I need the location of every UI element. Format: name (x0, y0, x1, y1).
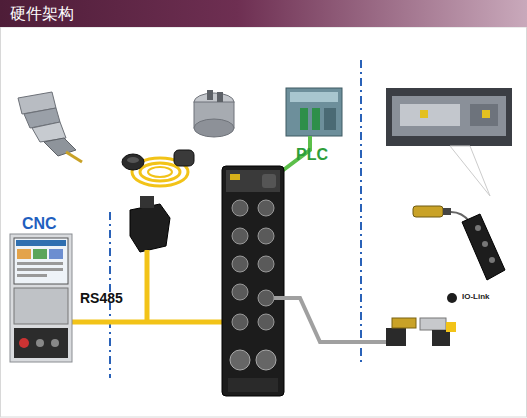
io-link-cable (274, 298, 388, 342)
rs485-wire (72, 250, 232, 322)
plc-node: PLC (286, 88, 342, 136)
proximity-sensors (386, 318, 456, 346)
io-link-hub (413, 206, 505, 303)
tool-sensor (122, 150, 194, 252)
cnc-node: CNC (10, 234, 72, 362)
protocol-logo-text: IO-Link (462, 292, 490, 301)
tool-holder (18, 92, 82, 162)
chuck (194, 90, 234, 137)
machine-photo (386, 88, 512, 196)
title-text: 硬件架构 (0, 0, 527, 27)
bus-label: RS485 (80, 290, 123, 306)
cnc-controller (10, 234, 72, 362)
frame (1, 27, 527, 417)
plc-heading: PLC (296, 146, 328, 164)
separator-line (360, 60, 362, 365)
cnc-heading: CNC (22, 215, 57, 233)
plc-unit (286, 88, 342, 136)
io-module (222, 166, 284, 396)
